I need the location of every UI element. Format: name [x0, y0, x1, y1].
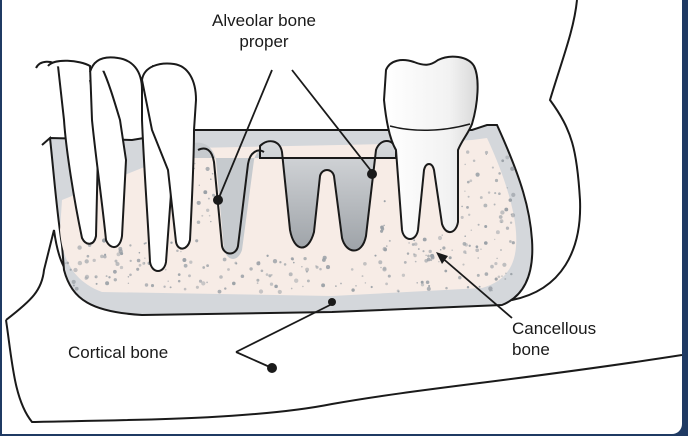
label-alveolar-line2: proper — [239, 32, 289, 51]
leader-cortical-lower — [235, 351, 273, 369]
tooth-premolar-left — [140, 62, 198, 250]
socket-empty-molar — [259, 140, 397, 252]
leader-cortical-upper — [235, 303, 333, 353]
marker-dot-alveolar-left — [213, 195, 223, 205]
leader-cancellous — [439, 255, 513, 319]
leader-alveolar-right — [291, 69, 373, 173]
label-alveolar-bone-proper: Alveolar bone proper — [186, 10, 342, 52]
socket-premolar — [188, 142, 278, 259]
mandible-lower-border — [5, 319, 682, 424]
marker-dot-cortical-upper — [328, 298, 336, 306]
label-cortical-bone: Cortical bone — [68, 342, 168, 363]
label-alveolar-line1: Alveolar bone — [212, 11, 316, 30]
socket-inner-premolar — [197, 147, 265, 255]
label-cortical-text: Cortical bone — [68, 343, 169, 362]
leader-alveolar-left — [217, 69, 273, 201]
mandible-outline — [5, 0, 582, 321]
label-cancellous-bone: Cancellous bone — [512, 318, 632, 360]
marker-dot-alveolar-right — [367, 169, 377, 179]
label-cancellous-line2: bone — [512, 340, 550, 359]
molar-crown-line — [389, 123, 471, 131]
label-cancellous-line1: Cancellous — [512, 319, 597, 338]
cancellous-speckle-texture — [64, 150, 516, 294]
tooth-molar-right — [382, 55, 479, 240]
leader-cancellous-arrowhead — [436, 252, 448, 264]
marker-dot-cortical-lower — [267, 363, 277, 373]
tooth-incisor-2 — [47, 59, 128, 248]
